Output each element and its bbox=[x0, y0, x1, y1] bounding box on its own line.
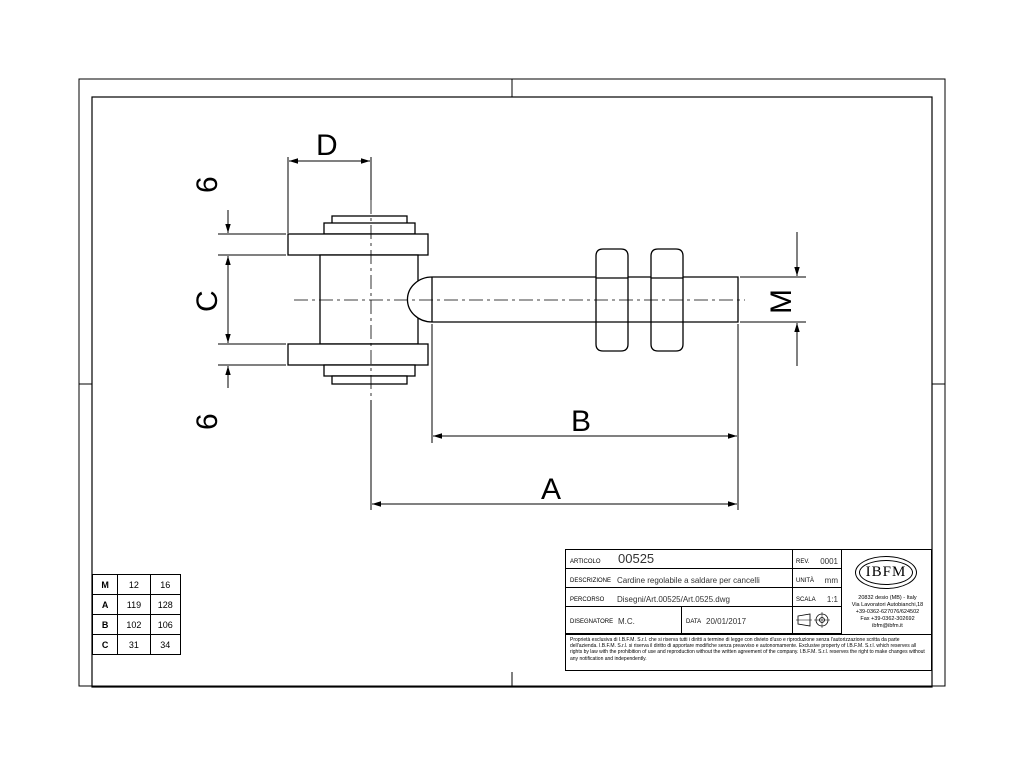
title-block: ARTICOLO 00525 REV. 0001 DESCRIZIONE Car… bbox=[565, 549, 932, 671]
scala-value: 1:1 bbox=[826, 595, 838, 604]
param-label: M bbox=[91, 574, 119, 595]
first-angle-projection-icon bbox=[796, 612, 830, 628]
rev-key: REV. bbox=[796, 559, 810, 565]
data-value: 20/01/2017 bbox=[706, 617, 747, 626]
frame-center-marks bbox=[79, 79, 945, 686]
articolo-value: 00525 bbox=[618, 551, 655, 566]
address-line: ibfm@ibfm.it bbox=[872, 623, 903, 629]
unita-key: UNITÀ bbox=[796, 578, 814, 584]
param-label: B bbox=[91, 614, 119, 635]
param-value: 119 bbox=[117, 594, 151, 615]
dim-label-b: B bbox=[571, 405, 591, 438]
bottom-washer-inner bbox=[323, 364, 416, 377]
dim-label-six-bottom: 6 bbox=[191, 413, 224, 430]
param-label: C bbox=[91, 634, 119, 655]
dim-label-d: D bbox=[316, 129, 338, 162]
param-value: 31 bbox=[117, 634, 151, 655]
nut-2 bbox=[650, 248, 684, 352]
param-value: 16 bbox=[149, 574, 182, 595]
address-line: Via Lavoratori Autobianchi,18 bbox=[851, 602, 924, 608]
tb-row-articolo: ARTICOLO 00525 REV. 0001 bbox=[566, 550, 841, 569]
top-washer-inner bbox=[323, 222, 416, 235]
dimension-b bbox=[431, 324, 739, 510]
address-line: Fax +39-0362-302692 bbox=[860, 616, 915, 622]
legal-notice: Proprietà esclusiva di I.B.F.M. S.r.l. c… bbox=[566, 634, 931, 670]
dim-label-m: M bbox=[765, 289, 798, 314]
bottom-flange bbox=[287, 343, 429, 366]
dimension-m bbox=[740, 232, 806, 366]
descrizione-key: DESCRIZIONE bbox=[570, 578, 612, 584]
tb-unita: UNITÀ mm bbox=[792, 569, 841, 587]
dimension-vertical-left bbox=[218, 210, 286, 388]
tb-data: DATA 20/01/2017 bbox=[681, 607, 792, 633]
tb-scala: SCALA 1:1 bbox=[792, 588, 841, 606]
unita-value: mm bbox=[824, 576, 838, 585]
address-line: +39-0362-627076/624502 bbox=[855, 609, 920, 615]
param-row-b: B 102 106 bbox=[91, 614, 182, 635]
dimension-d bbox=[287, 157, 372, 233]
bottom-washer-outer bbox=[331, 375, 408, 385]
disegnatore-value: M.C. bbox=[618, 617, 635, 626]
tb-rev: REV. 0001 bbox=[792, 550, 841, 568]
param-value: 34 bbox=[149, 634, 182, 655]
projection-symbol bbox=[792, 607, 841, 633]
scala-key: SCALA bbox=[796, 597, 816, 603]
disegnatore-key: DISEGNATORE bbox=[570, 619, 614, 625]
param-label: A bbox=[91, 594, 119, 615]
threaded-rod bbox=[406, 276, 739, 323]
percorso-key: PERCORSO bbox=[570, 597, 605, 603]
tb-row-descrizione: DESCRIZIONE Cardine regolabile a saldare… bbox=[566, 569, 841, 588]
address-line: 20832 desio (MB) - Italy bbox=[858, 595, 917, 601]
param-row-a: A 119 128 bbox=[91, 594, 182, 615]
param-value: 102 bbox=[117, 614, 151, 635]
dim-label-c: C bbox=[191, 290, 224, 312]
dim-label-six-top: 6 bbox=[191, 176, 224, 193]
company-logo-block: IBFM 20832 desio (MB) - Italy Via Lavora… bbox=[841, 550, 932, 634]
param-row-c: C 31 34 bbox=[91, 634, 182, 655]
param-value: 128 bbox=[149, 594, 182, 615]
parameter-table: M 12 16 A 119 128 B 102 106 C 31 34 bbox=[91, 574, 182, 655]
data-key: DATA bbox=[686, 619, 702, 625]
rev-value: 0001 bbox=[820, 557, 838, 566]
articolo-key: ARTICOLO bbox=[570, 559, 601, 565]
top-flange bbox=[287, 233, 429, 256]
percorso-value: Disegni/Art.00525/Art.0525.dwg bbox=[617, 595, 730, 604]
dim-label-a: A bbox=[541, 473, 561, 506]
tb-row-disegnatore: DISEGNATORE M.C. DATA 20/01/2017 bbox=[566, 607, 841, 634]
descrizione-value: Cardine regolabile a saldare per cancell… bbox=[617, 576, 760, 585]
hinge-body bbox=[319, 254, 419, 345]
hinge-part bbox=[287, 215, 739, 385]
center-lines bbox=[294, 200, 745, 398]
param-value: 12 bbox=[117, 574, 151, 595]
dimension-a bbox=[370, 400, 737, 510]
tb-row-percorso: PERCORSO Disegni/Art.00525/Art.0525.dwg … bbox=[566, 588, 841, 607]
param-row-m: M 12 16 bbox=[91, 574, 182, 595]
param-value: 106 bbox=[149, 614, 182, 635]
company-logo: IBFM bbox=[855, 556, 917, 589]
